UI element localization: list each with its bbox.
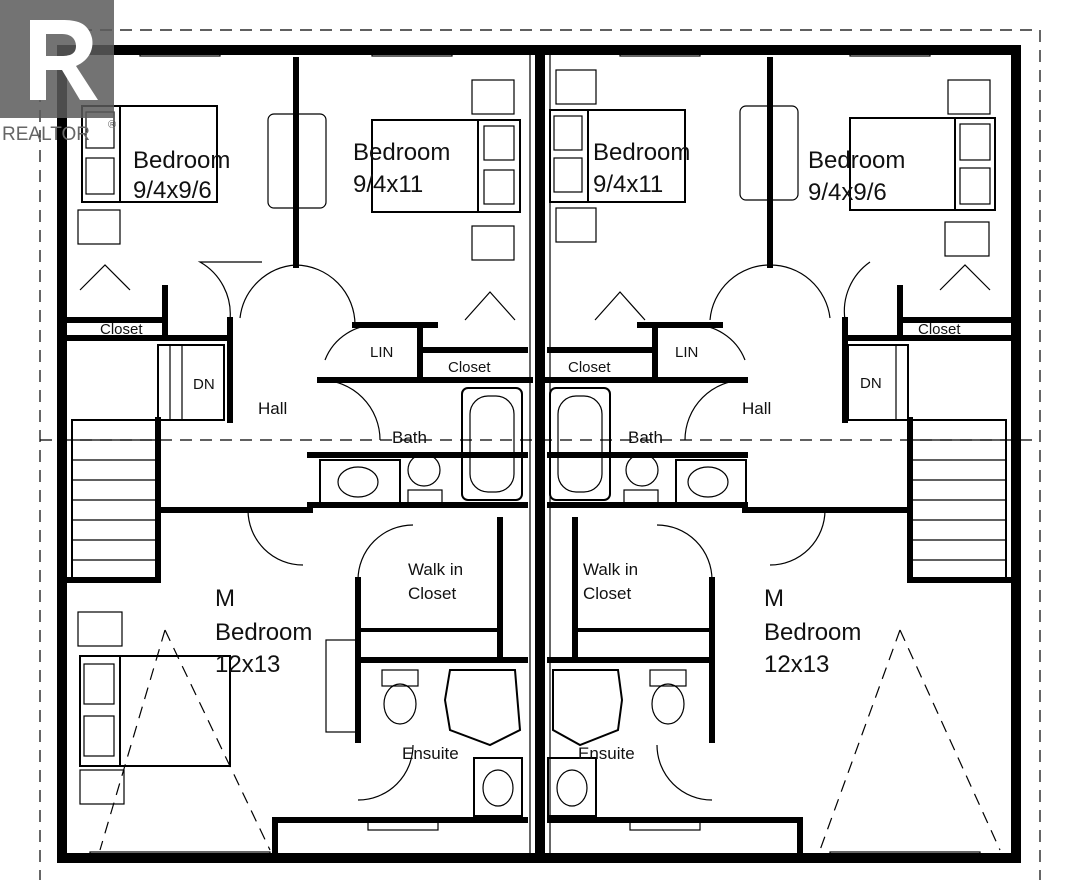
master-right-1: M <box>764 585 784 612</box>
closet-center-left: Closet <box>448 359 491 376</box>
stairs-left <box>71 344 225 581</box>
bedroom-nw-right-size: 9/4x11 <box>593 171 663 198</box>
realtor-logo: REALTOR ® <box>0 0 124 150</box>
stairs-right <box>847 344 1007 581</box>
linen-left: LIN <box>370 344 393 361</box>
bedroom-ne-right-size: 9/4x9/6 <box>808 179 887 206</box>
bath-right: Bath <box>628 428 663 447</box>
bathroom-fixtures <box>319 387 747 817</box>
door-swings <box>79 261 1001 851</box>
realtor-logo-mark-symbol: ® <box>108 119 116 131</box>
closet-e-right: Closet <box>918 321 961 338</box>
hall-left: Hall <box>258 399 287 418</box>
stairs-right-label: DN <box>860 375 882 392</box>
exterior-walls <box>57 45 1021 863</box>
bedroom-nw-left-name: Bedroom <box>133 147 230 174</box>
ensuite-right: Ensuite <box>578 744 635 763</box>
walk-in-right-2: Closet <box>583 584 631 603</box>
nightstands-and-dressers <box>77 69 991 805</box>
labels-left-unit: Bedroom 9/4x9/6 Bedroom 9/4x11 Closet Cl… <box>100 139 491 763</box>
realtor-r-glyph <box>30 20 98 100</box>
labels-right-unit: Bedroom 9/4x11 Bedroom 9/4x9/6 Closet Cl… <box>568 139 961 763</box>
stairs-left-label: DN <box>193 376 215 393</box>
linen-right: LIN <box>675 344 698 361</box>
walk-in-right-1: Walk in <box>583 560 638 579</box>
bedroom-ne-left-name: Bedroom <box>353 139 450 166</box>
master-left-1: M <box>215 585 235 612</box>
master-right-2: Bedroom <box>764 619 861 646</box>
master-left-size: 12x13 <box>215 651 280 678</box>
master-left-2: Bedroom <box>215 619 312 646</box>
bedroom-ne-right-name: Bedroom <box>808 147 905 174</box>
closet-center-right: Closet <box>568 359 611 376</box>
hall-right: Hall <box>742 399 771 418</box>
bath-left: Bath <box>392 428 427 447</box>
ensuite-left: Ensuite <box>402 744 459 763</box>
windows <box>89 45 981 863</box>
bedroom-nw-left-size: 9/4x9/6 <box>133 177 212 204</box>
walk-in-left-2: Closet <box>408 584 456 603</box>
beds <box>79 105 996 767</box>
bedroom-ne-left-size: 9/4x11 <box>353 171 423 198</box>
realtor-logo-text: REALTOR <box>2 124 90 145</box>
walk-in-left-1: Walk in <box>408 560 463 579</box>
bedroom-nw-right-name: Bedroom <box>593 139 690 166</box>
closet-w-left: Closet <box>100 321 143 338</box>
master-right-size: 12x13 <box>764 651 829 678</box>
